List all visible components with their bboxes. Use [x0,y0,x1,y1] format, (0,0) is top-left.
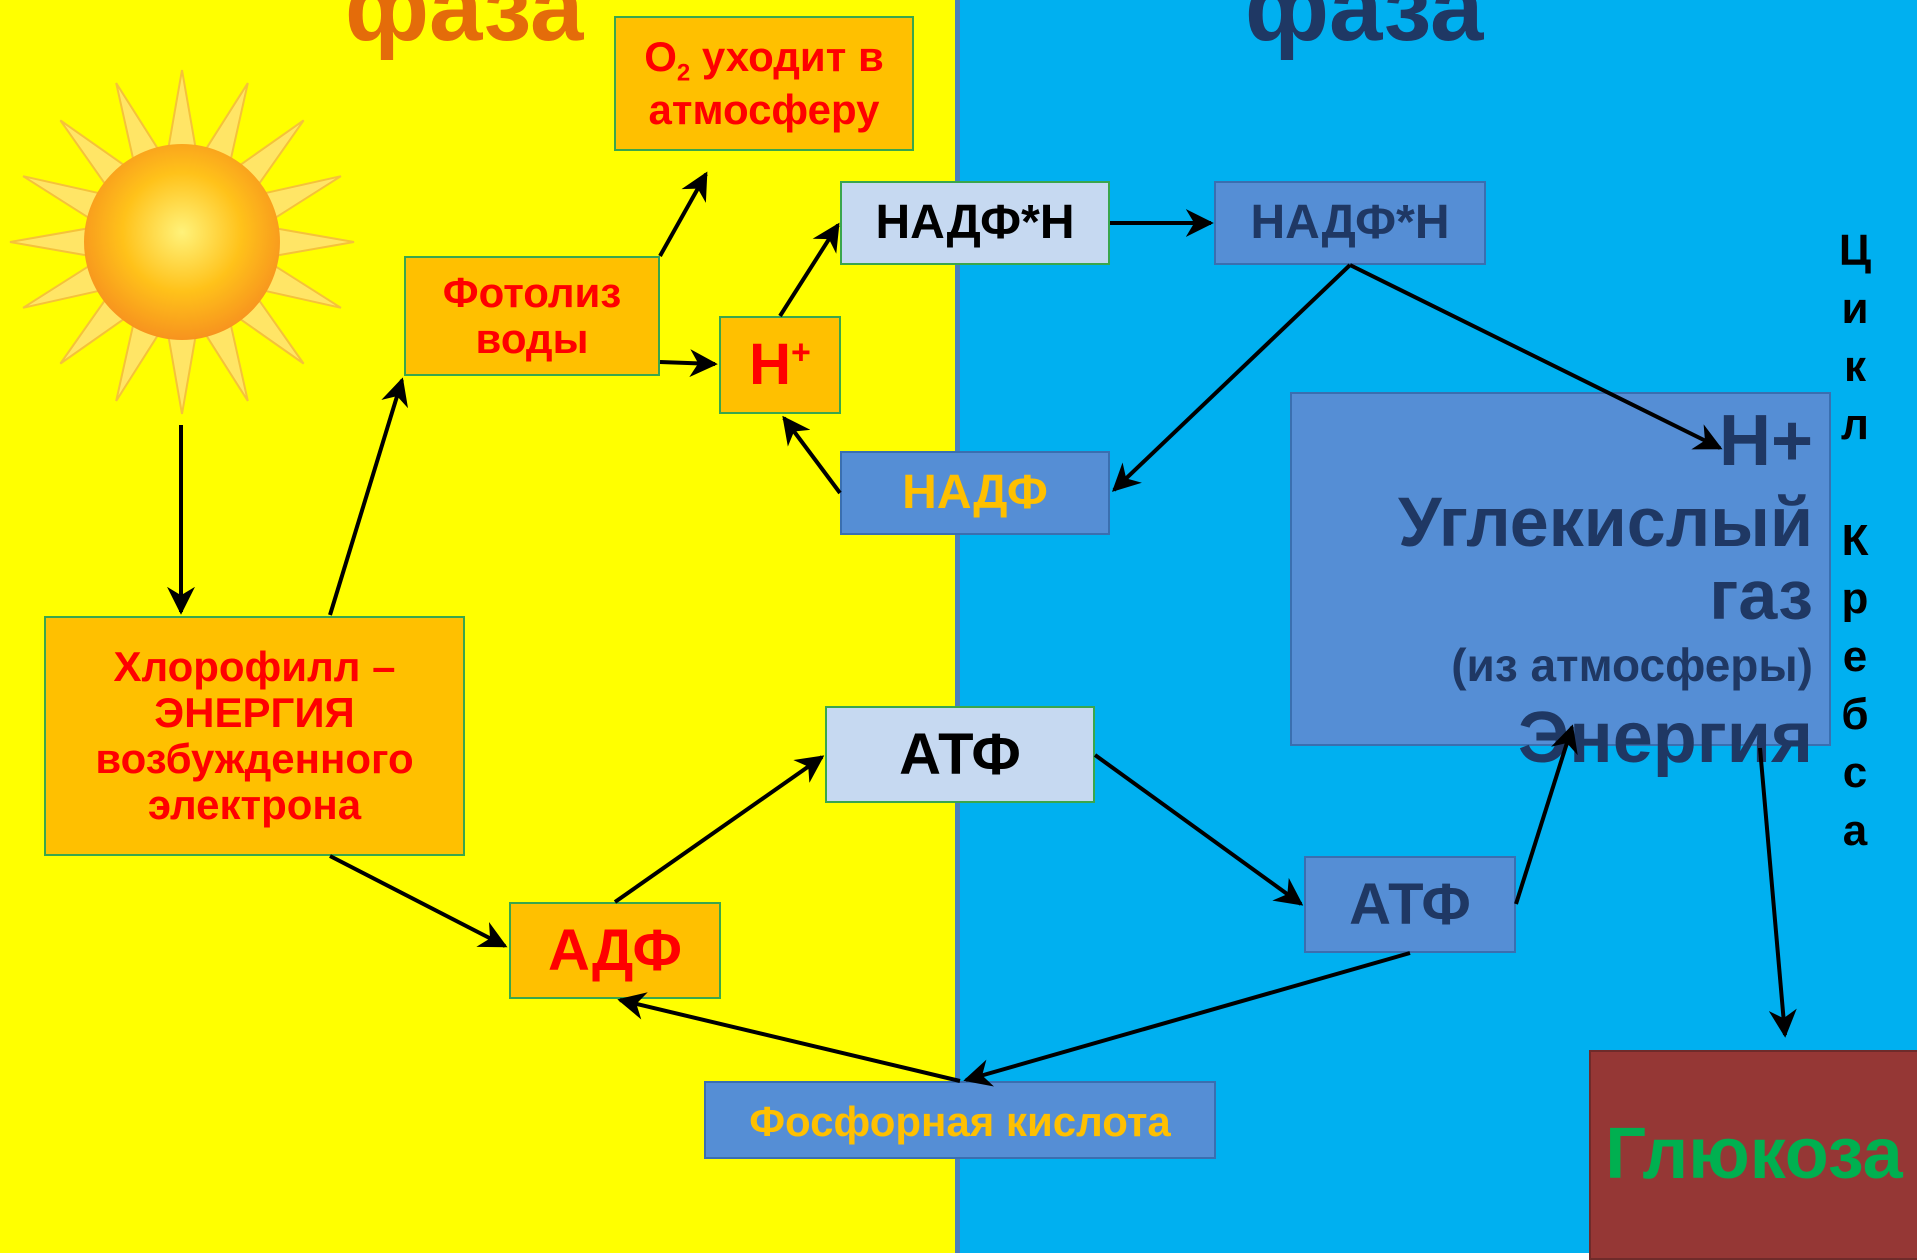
nadp-box: НАДФ [840,451,1110,535]
nadph-light-box: НАДФ*Н [840,181,1110,265]
o2-release-box: О2 уходит в атмосферу [614,16,914,151]
co2-box [1290,392,1831,746]
phosphoric-acid-box: Фосфорная кислота [704,1081,1216,1159]
phase-divider [955,0,960,1253]
arrow-photolysis-to-h [659,349,718,378]
arrow-co2-to-glucose [1758,747,1797,1038]
arrow-dark-atp-to-energy [1514,724,1578,905]
water-photolysis-box: Фотолиз воды [404,256,660,376]
h-plus-label: Н+ [749,332,811,398]
arrow-atp-to-dark-atp [1093,753,1304,906]
co2-note: (из атмосферы) [1451,638,1813,691]
adp-box: АДФ [509,902,721,999]
o2-release-label: О2 уходит в атмосферу [644,33,884,133]
arrow-adp-to-atp [613,755,825,904]
co2-label: Углекислый газ [1397,482,1813,635]
atp-dark-box: АТФ [1304,856,1516,953]
big-h-plus-label: Н+ [1718,401,1813,481]
dark-phase-title: фаза [1245,0,1484,61]
arrow-phosphoric-to-adp [617,992,961,1083]
arrow-dark-nadph-to-nadp [1111,263,1352,492]
arrow-photolysis-to-o2 [658,171,708,257]
chlorophyll-box: Хлорофилл – ЭНЕРГИЯ возбужденного электр… [44,616,465,856]
arrow-dark-nadph-to-h [1349,263,1723,450]
arrow-nadp-to-h [782,415,842,495]
light-phase-title: фаза [345,0,584,61]
atp-light-box: АТФ [825,706,1095,803]
arrow-chlorophyll-to-photolysis [328,377,409,616]
nadph-dark-box: НАДФ*Н [1214,181,1486,265]
sun-icon [9,69,355,415]
co2-text-group: Н+ Углекислый газ (из атмосферы) Энергия [1290,401,1813,776]
arrow-dark-atp-to-phosphoric [963,951,1411,1087]
arrow-chlorophyll-to-adp [329,854,508,948]
h-plus-box: Н+ [719,316,841,414]
arrow-h-to-nadph [778,222,840,318]
